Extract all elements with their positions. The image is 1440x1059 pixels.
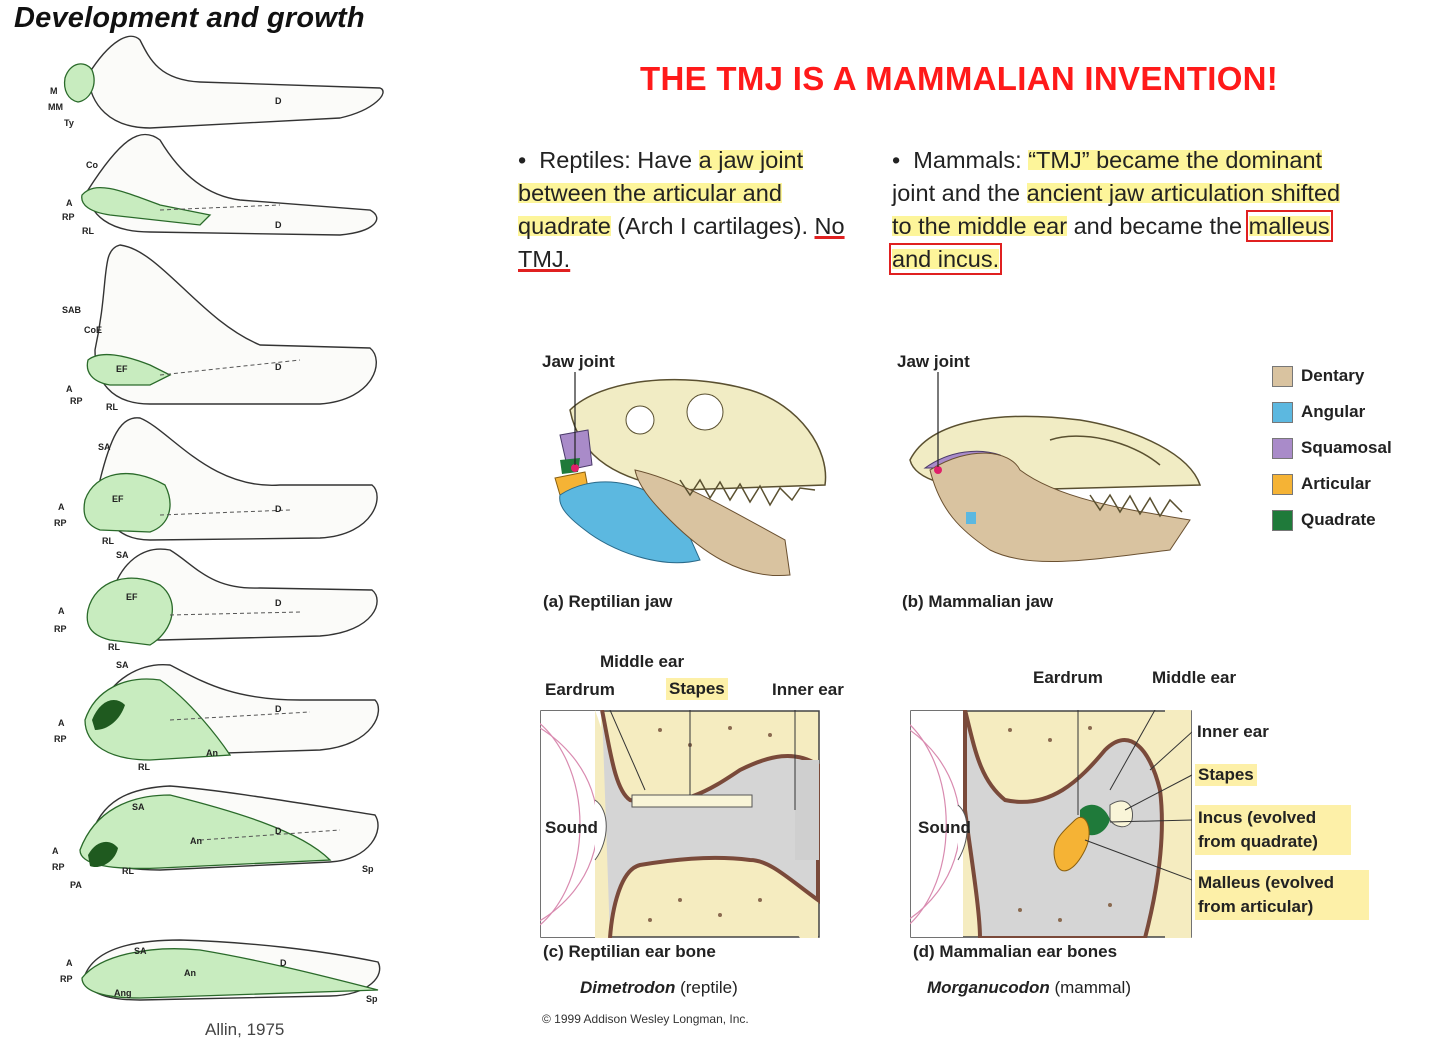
stage-label: A <box>66 198 73 208</box>
swatch-icon <box>1272 401 1293 423</box>
reptile-stapes-label: Stapes <box>666 678 728 700</box>
mammal-ear-diagram <box>910 710 1192 938</box>
stage-label: EF <box>116 364 128 374</box>
stage-label: A <box>66 384 73 394</box>
stage-label: A <box>52 846 59 856</box>
stage-label: RL <box>108 642 120 652</box>
stage-label: SAB <box>62 305 82 315</box>
legend-item-articular: Articular <box>1272 466 1392 502</box>
stage-label: Ty <box>64 118 74 128</box>
copyright: © 1999 Addison Wesley Longman, Inc. <box>542 1012 749 1026</box>
stage-label: SA <box>116 550 129 560</box>
development-title: Development and growth <box>14 2 365 34</box>
stage-label: SA <box>98 442 111 452</box>
mammal-sound-label: Sound <box>918 818 971 837</box>
reptile-jaw-caption: (a) Reptilian jaw <box>543 592 673 611</box>
stage-label: D <box>280 958 287 968</box>
stage-label: D <box>275 362 282 372</box>
page-title: THE TMJ IS A MAMMALIAN INVENTION! <box>640 60 1279 97</box>
stage-label: D <box>275 96 282 106</box>
mammal-middle-ear-label: Middle ear <box>1152 668 1237 687</box>
swatch-icon <box>1272 509 1293 531</box>
stage-label: EF <box>112 494 124 504</box>
jaw-diagrams <box>554 372 1202 577</box>
reptile-ear-diagram <box>540 710 820 938</box>
stage-label: D <box>275 598 282 608</box>
reptile-inner-ear-label: Inner ear <box>772 680 844 699</box>
stage-label: RL <box>106 402 118 412</box>
legend-item-angular: Angular <box>1272 394 1392 430</box>
stage-label: RL <box>138 762 150 772</box>
stage-label: Co <box>86 160 98 170</box>
legend-item-dentary: Dentary <box>1272 358 1392 394</box>
stage-label: Ang <box>114 988 132 998</box>
swatch-icon <box>1272 365 1293 387</box>
reptiles-bullet: • Reptiles: Have a jaw joint between the… <box>518 147 845 272</box>
stage-label: RP <box>54 624 67 634</box>
jaw-stage-2 <box>87 133 378 236</box>
stage-label: MM <box>48 102 63 112</box>
stage-label: A <box>58 718 65 728</box>
swatch-icon <box>1272 437 1293 459</box>
stage-label: Sp <box>366 994 378 1004</box>
jaw-stage-3 <box>94 244 377 405</box>
mammal-malleus-label: Malleus (evolved from articular) <box>1195 870 1369 920</box>
mammal-inner-ear-label: Inner ear <box>1197 722 1269 741</box>
legend-item-quadrate: Quadrate <box>1272 502 1392 538</box>
stage-label: RP <box>62 212 75 222</box>
stage-label: SA <box>116 660 129 670</box>
allin-credit: Allin, 1975 <box>205 1020 285 1039</box>
stage-label: D <box>275 704 282 714</box>
jaw-stage-1 <box>87 35 384 129</box>
stage-label: D <box>275 504 282 514</box>
reptile-ear-caption: (c) Reptilian ear bone <box>543 942 716 961</box>
stage-label: RL <box>102 536 114 546</box>
jaw-development-series <box>63 35 384 1001</box>
mammals-bullet: • Mammals: “TMJ” became the dominant joi… <box>889 147 1341 275</box>
stage-label: D <box>275 826 282 836</box>
stage-label: An <box>206 748 218 758</box>
stage-label: SA <box>134 946 147 956</box>
stage-label: M <box>50 86 58 96</box>
legend-item-squamosal: Squamosal <box>1272 430 1392 466</box>
stage-label: RL <box>122 866 134 876</box>
reptile-middle-ear-label: Middle ear <box>600 652 685 671</box>
reptile-sound-label: Sound <box>545 818 598 837</box>
mammal-incus-label: Incus (evolved from quadrate) <box>1195 805 1351 855</box>
stage-label: Sp <box>362 864 374 874</box>
stage-label: CoE <box>84 325 102 335</box>
swatch-icon <box>1272 473 1293 495</box>
mammal-eardrum-label: Eardrum <box>1033 668 1103 687</box>
stage-label: EF <box>126 592 138 602</box>
mammal-species-label: Morganucodon (mammal) <box>927 978 1131 997</box>
reptile-jaw-joint-label: Jaw joint <box>542 352 615 371</box>
stage-label: PA <box>70 880 82 890</box>
stage-label: D <box>275 220 282 230</box>
stage-label: A <box>58 606 65 616</box>
stage-label: An <box>190 836 202 846</box>
stage-label: RP <box>54 518 67 528</box>
stage-label: SA <box>132 802 145 812</box>
legend: Dentary Angular Squamosal Articular Quad… <box>1272 358 1392 538</box>
reptile-species-label: Dimetrodon (reptile) <box>580 978 738 997</box>
mammal-jaw-caption: (b) Mammalian jaw <box>902 592 1054 611</box>
stage-label: A <box>58 502 65 512</box>
mammal-ear-caption: (d) Mammalian ear bones <box>913 942 1118 961</box>
stage-label: A <box>66 958 73 968</box>
mammalian-skull <box>909 415 1202 563</box>
stage-label: An <box>184 968 196 978</box>
stage-label: RP <box>52 862 65 872</box>
stage-label: RP <box>54 734 67 744</box>
reptilian-skull <box>554 378 827 577</box>
reptile-eardrum-label: Eardrum <box>545 680 615 699</box>
stage-label: RP <box>70 396 83 406</box>
mammal-stapes-label: Stapes <box>1195 764 1257 786</box>
mammal-jaw-joint-label: Jaw joint <box>897 352 970 371</box>
stage-label: RP <box>60 974 73 984</box>
stage-label: RL <box>82 226 94 236</box>
